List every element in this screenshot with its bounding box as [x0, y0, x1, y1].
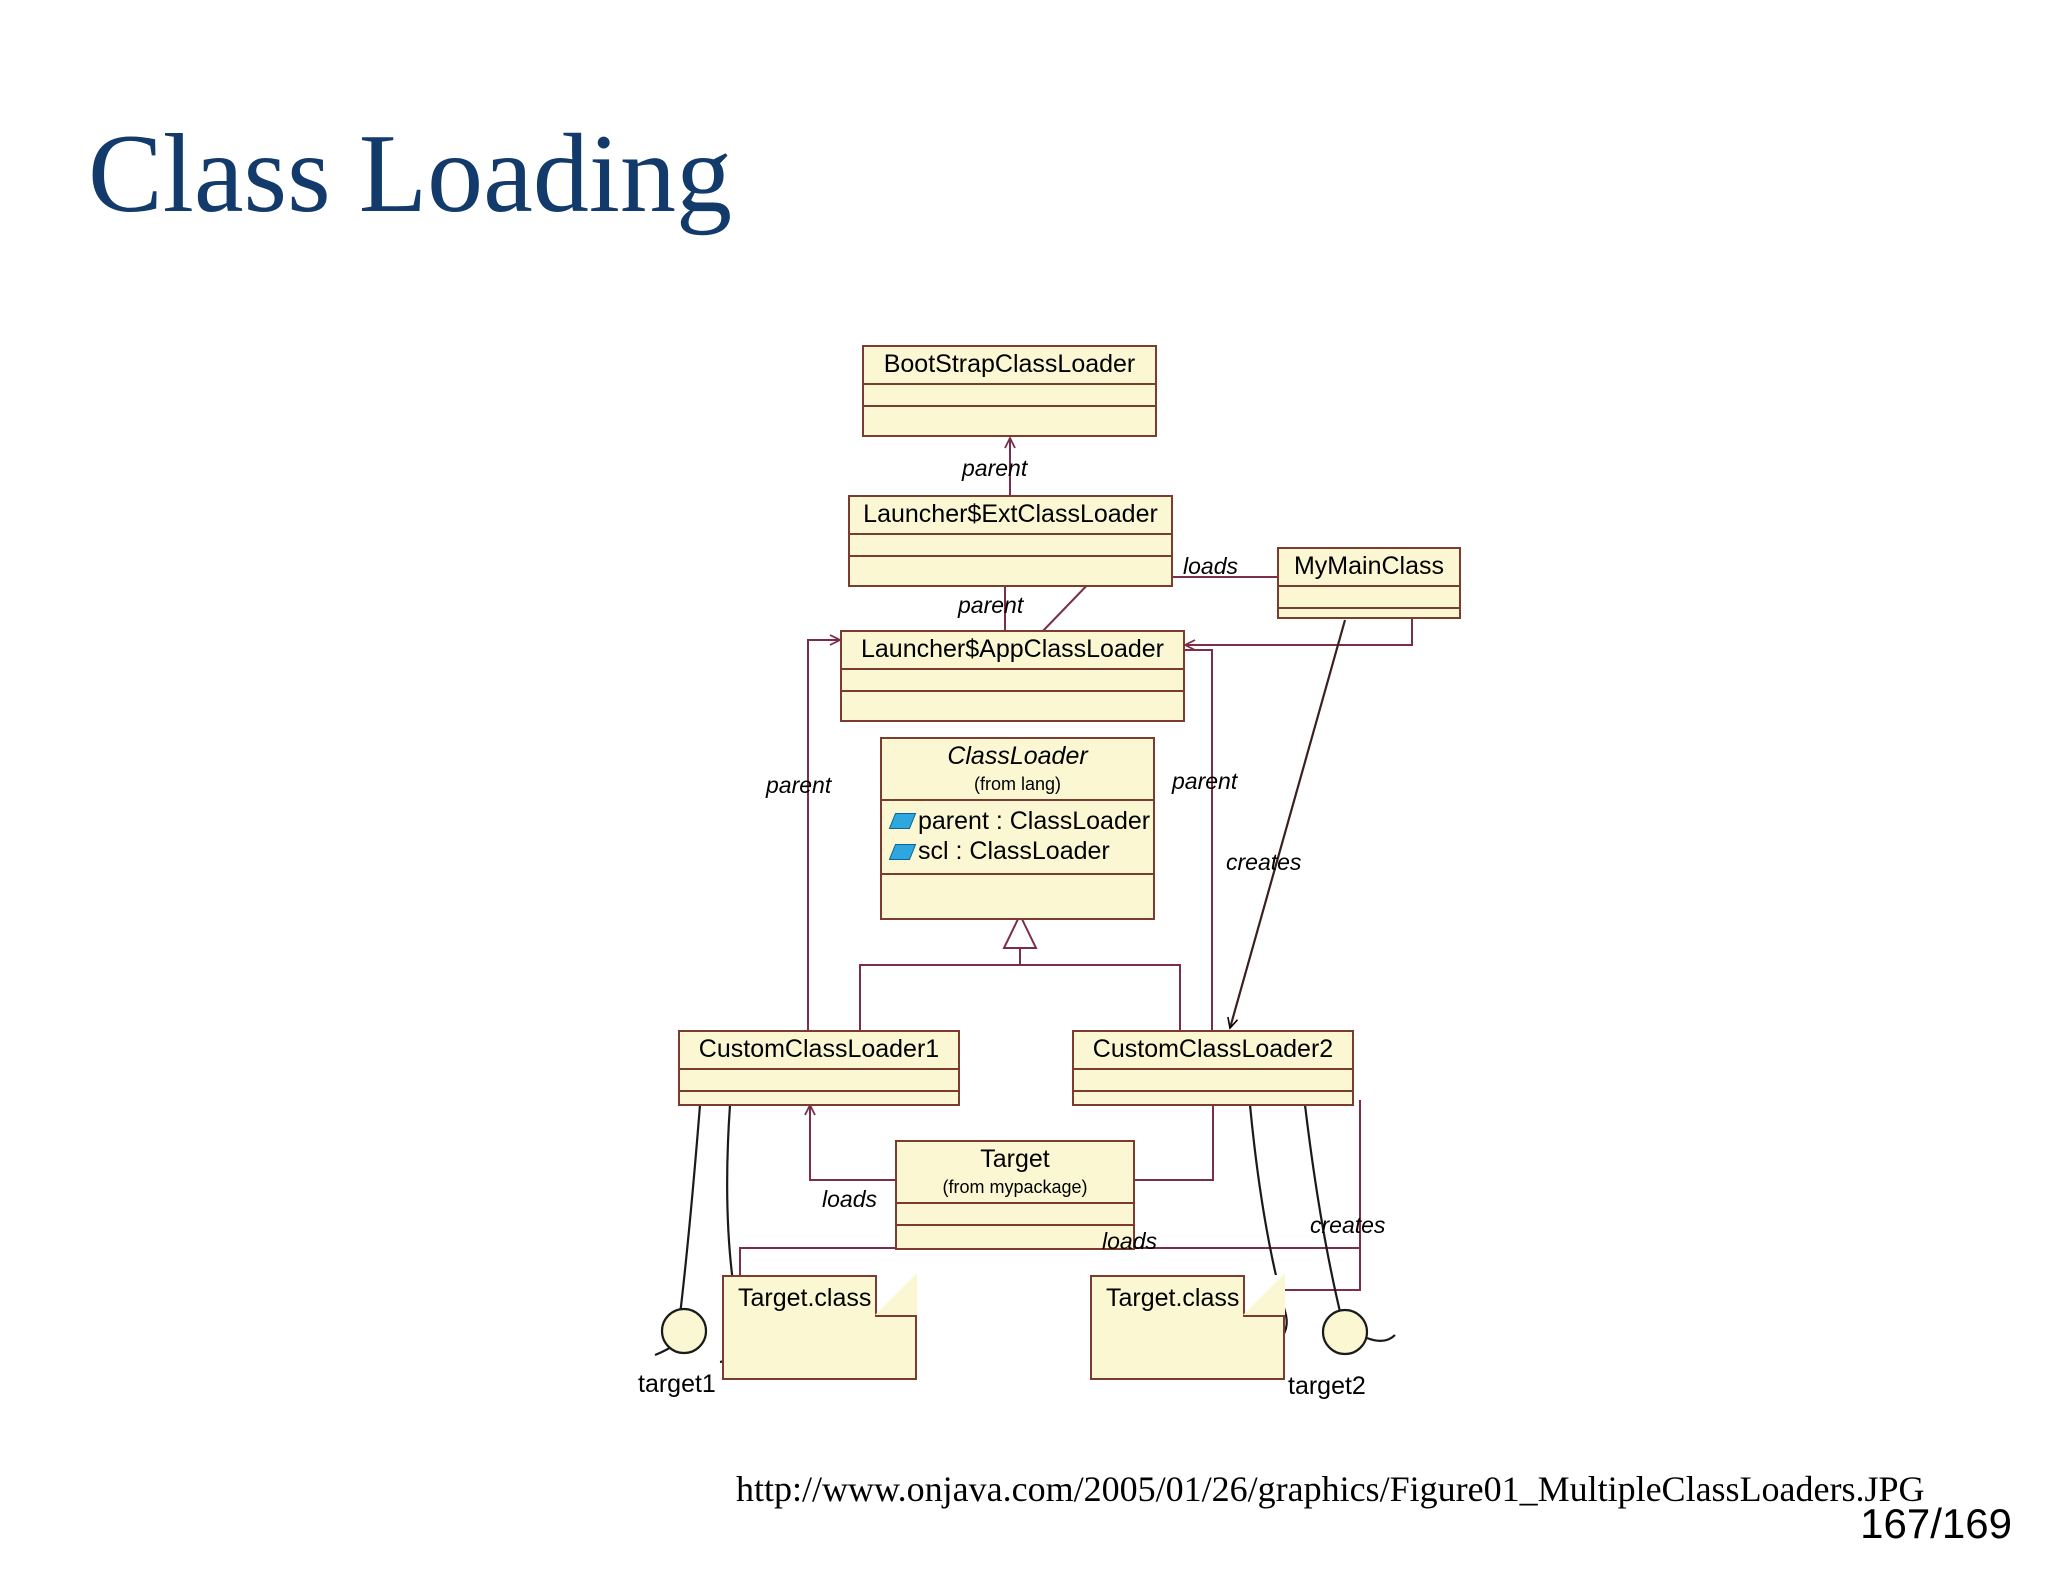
edge-generalization-fork	[859, 964, 1181, 1030]
operations-compartment	[897, 1226, 1133, 1246]
instance-circle-target2	[1321, 1308, 1369, 1356]
class-name: Target	[980, 1145, 1050, 1173]
attributes-compartment	[842, 670, 1183, 690]
operations-compartment	[680, 1092, 958, 1112]
class-name: MyMainClass	[1293, 552, 1445, 580]
note-fold-corner	[1243, 1273, 1285, 1317]
edge-label-creates-custom2-note2: creates	[1310, 1212, 1386, 1238]
class-box-mymainclass[interactable]: MyMainClass	[1277, 547, 1461, 619]
class-box-launcher-extclassloader[interactable]: Launcher$ExtClassLoader	[848, 495, 1173, 587]
compartment-divider	[882, 872, 1153, 875]
operations-compartment	[1074, 1092, 1352, 1112]
edge-target1-leader	[654, 1329, 691, 1357]
class-box-classloader[interactable]: ClassLoader (from lang) parent : ClassLo…	[880, 737, 1155, 920]
instance-label-target1: target1	[638, 1370, 716, 1398]
class-box-customclassloader2[interactable]: CustomClassLoader2	[1072, 1030, 1354, 1106]
attributes-compartment: parent : ClassLoader scl : ClassLoader	[882, 801, 1153, 873]
page-title: Class Loading	[88, 112, 732, 236]
edge-label-parent-app-ext: parent	[958, 592, 1024, 618]
artifact-note-target-class-1[interactable]: Target.class	[722, 1273, 917, 1380]
class-box-customclassloader1[interactable]: CustomClassLoader1	[678, 1030, 960, 1106]
attributes-compartment	[897, 1204, 1133, 1224]
instance-label-target2: target2	[1288, 1372, 1366, 1400]
class-name: ClassLoader	[947, 742, 1088, 770]
class-box-target[interactable]: Target (from mypackage)	[895, 1140, 1135, 1250]
class-box-bootstrapclassloader[interactable]: BootStrapClassLoader	[862, 345, 1157, 437]
edge-creates-main-custom2	[1227, 619, 1347, 1030]
attributes-compartment	[1279, 587, 1459, 607]
edge-target2-leader	[1366, 1334, 1396, 1342]
protected-visibility-icon	[888, 813, 917, 830]
compartment-divider	[897, 1201, 1133, 1204]
class-box-launcher-appclassloader[interactable]: Launcher$AppClassLoader	[840, 630, 1185, 722]
class-stereotype: (from lang)	[973, 774, 1062, 794]
edge-target-bottom-rail-left	[739, 1247, 1135, 1275]
edge-custom1-instance-a	[678, 1104, 702, 1316]
operations-compartment	[1279, 609, 1459, 629]
attribute-label: scl : ClassLoader	[918, 837, 1110, 866]
operations-compartment	[864, 407, 1155, 427]
edge-parent-custom1-app	[807, 634, 843, 1040]
compartment-divider	[864, 405, 1155, 407]
attributes-compartment	[864, 385, 1155, 405]
operations-compartment	[882, 875, 1153, 899]
compartment-divider	[850, 533, 1171, 535]
class-name: Launcher$ExtClassLoader	[863, 500, 1158, 528]
compartment-divider	[842, 690, 1183, 692]
compartment-divider	[680, 1090, 958, 1092]
compartment-divider	[850, 555, 1171, 557]
note-fold-corner	[875, 1273, 917, 1317]
compartment-divider	[864, 383, 1155, 385]
attributes-compartment	[850, 535, 1171, 555]
attribute-row: scl : ClassLoader	[888, 836, 1147, 867]
class-name: CustomClassLoader1	[698, 1035, 940, 1063]
operations-compartment	[850, 557, 1171, 577]
compartment-divider	[897, 1223, 1133, 1226]
attribute-label: parent : ClassLoader	[918, 806, 1151, 835]
compartment-divider	[842, 668, 1183, 670]
class-name: Launcher$AppClassLoader	[861, 635, 1164, 663]
class-name: CustomClassLoader2	[1092, 1035, 1334, 1063]
edge-label-parent-ext-bootstrap: parent	[962, 455, 1028, 481]
compartment-divider	[1279, 585, 1459, 587]
note-label: Target.class	[738, 1284, 872, 1312]
compartment-divider	[680, 1068, 958, 1070]
page-number: 167/169	[1860, 1500, 2012, 1547]
compartment-divider	[882, 798, 1153, 801]
note-label: Target.class	[1106, 1284, 1240, 1312]
edge-parent-custom2-app	[1185, 649, 1213, 1030]
attributes-compartment	[1074, 1070, 1352, 1090]
edge-label-parent-custom1-app: parent	[766, 772, 832, 798]
attribute-row: parent : ClassLoader	[888, 806, 1151, 837]
instance-circle-target1	[660, 1307, 708, 1355]
class-name: BootStrapClassLoader	[883, 350, 1136, 378]
edge-label-parent-custom2-app: parent	[1172, 768, 1238, 794]
source-url-caption: http://www.onjava.com/2005/01/26/graphic…	[736, 1469, 1925, 1509]
class-stereotype: (from mypackage)	[942, 1177, 1088, 1197]
edge-label-loads-main-app: loads	[1183, 553, 1238, 579]
edge-label-loads-custom1-target: loads	[822, 1186, 877, 1212]
attributes-compartment	[680, 1070, 958, 1090]
compartment-divider	[1074, 1068, 1352, 1070]
operations-compartment	[842, 692, 1183, 712]
edge-loads-custom1-target	[804, 1102, 895, 1181]
edge-label-loads-custom2-target: loads	[1102, 1228, 1157, 1254]
protected-visibility-icon	[888, 843, 917, 860]
artifact-note-target-class-2[interactable]: Target.class	[1090, 1273, 1285, 1380]
compartment-divider	[1279, 607, 1459, 609]
edge-label-creates-main-custom2: creates	[1226, 849, 1302, 875]
compartment-divider	[1074, 1090, 1352, 1092]
